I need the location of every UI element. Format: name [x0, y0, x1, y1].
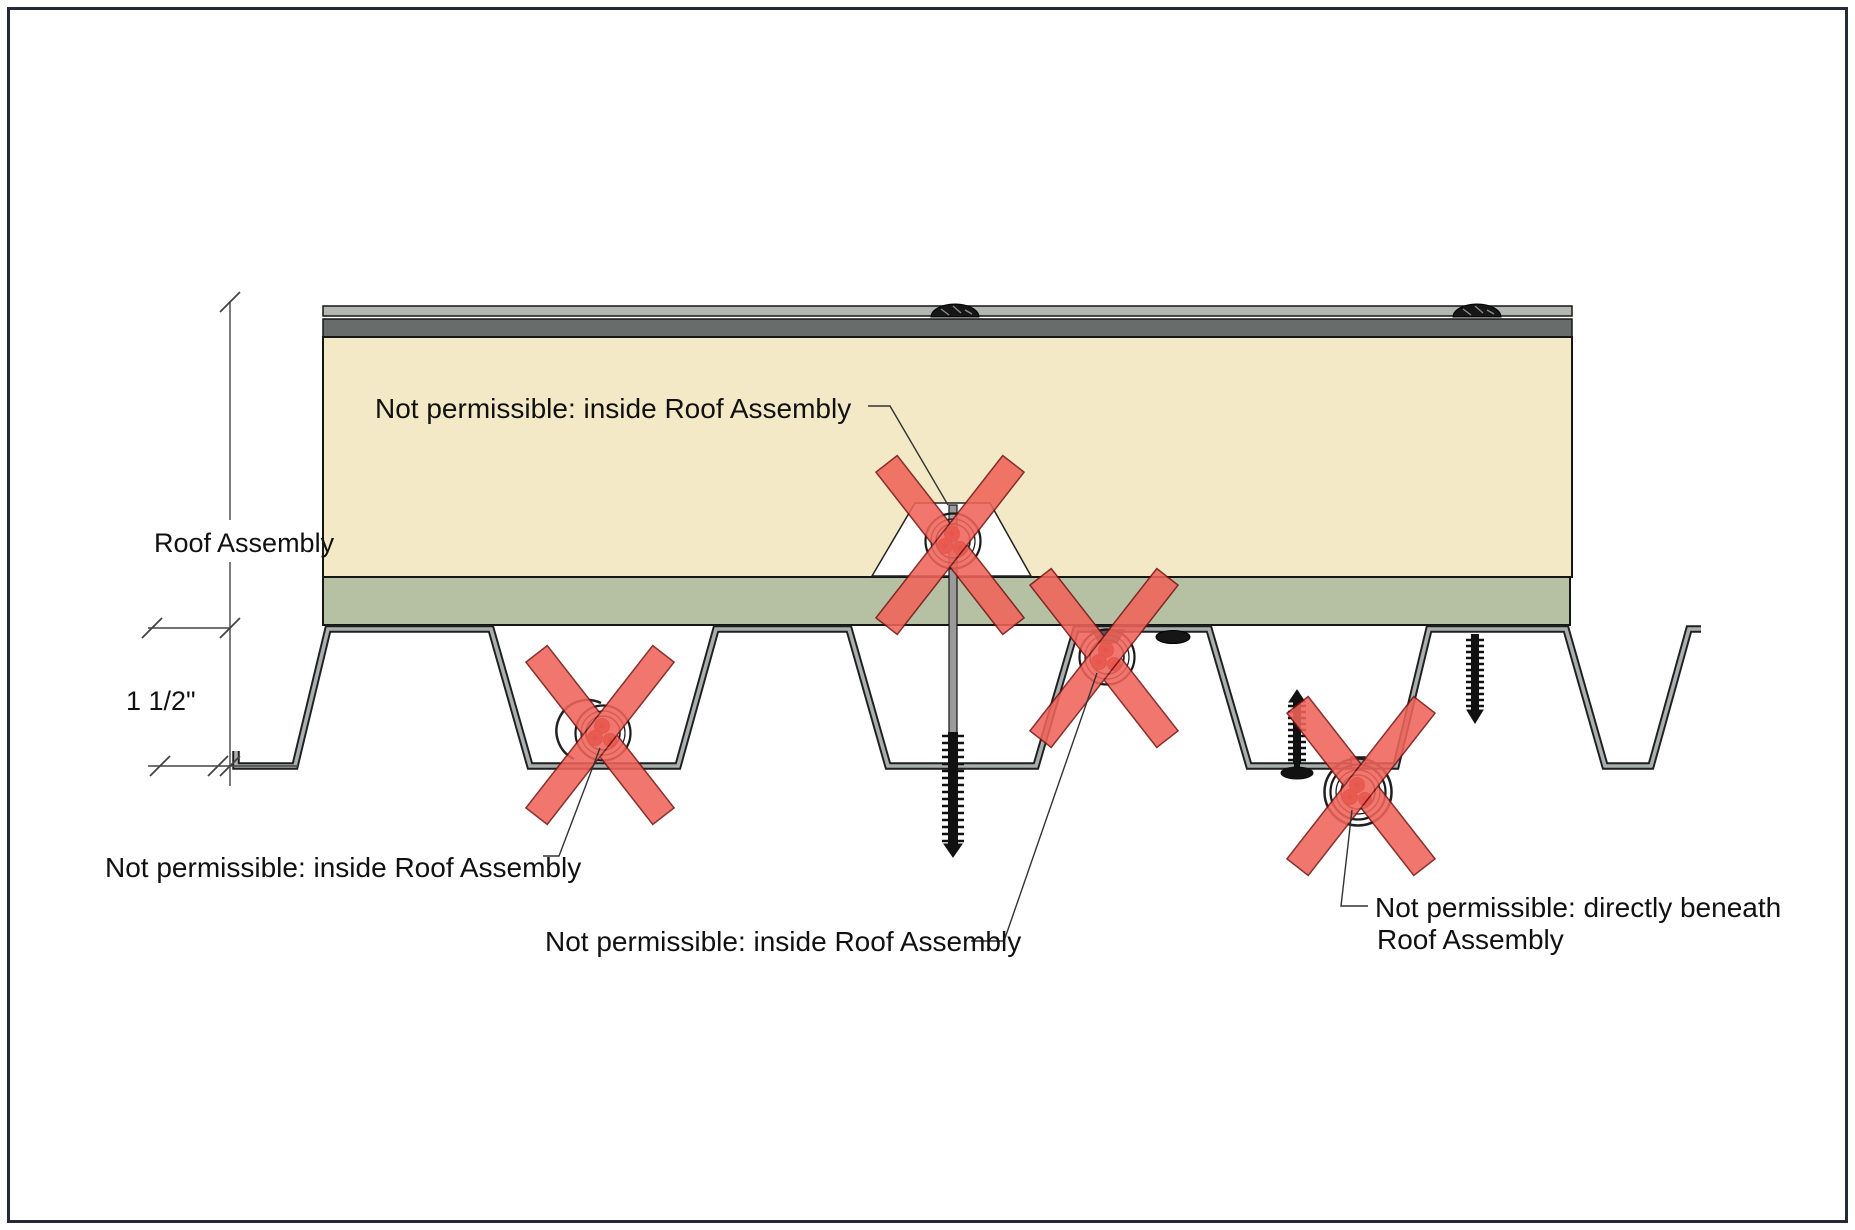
leader-note-top — [868, 405, 949, 506]
beneath-deck-cradle — [1323, 757, 1393, 827]
leader-note-center — [971, 672, 1098, 942]
note-inside-roof-center: Not permissible: inside Roof Assembly — [545, 926, 1021, 957]
screw-head-washer — [1280, 766, 1314, 780]
note-beneath-roof-line2: Roof Assembly — [1377, 924, 1564, 955]
note-inside-roof-top: Not permissible: inside Roof Assembly — [375, 393, 851, 424]
dim-label-roof-assembly: Roof Assembly — [154, 528, 335, 558]
label-backing — [146, 520, 316, 562]
leader-note-left — [543, 747, 601, 857]
note-inside-roof-left: Not permissible: inside Roof Assembly — [105, 852, 581, 883]
steel-deck-highlight — [234, 627, 1701, 768]
hanger-screw — [942, 732, 964, 858]
cover-board-layer — [322, 318, 1573, 338]
leader-note-right — [1340, 809, 1368, 907]
flange-screw-head — [1155, 630, 1191, 644]
downward-screw — [1466, 634, 1484, 724]
steel-deck-profile — [232, 625, 1701, 770]
roof-deck-board-layer — [322, 576, 1571, 626]
note-beneath-roof-line1: Not permissible: directly beneath — [1375, 892, 1781, 923]
roof-assembly-slab — [322, 305, 1573, 626]
leader-lines — [543, 405, 1368, 942]
dim-label-deck-depth: 1 1/2" — [126, 686, 196, 716]
